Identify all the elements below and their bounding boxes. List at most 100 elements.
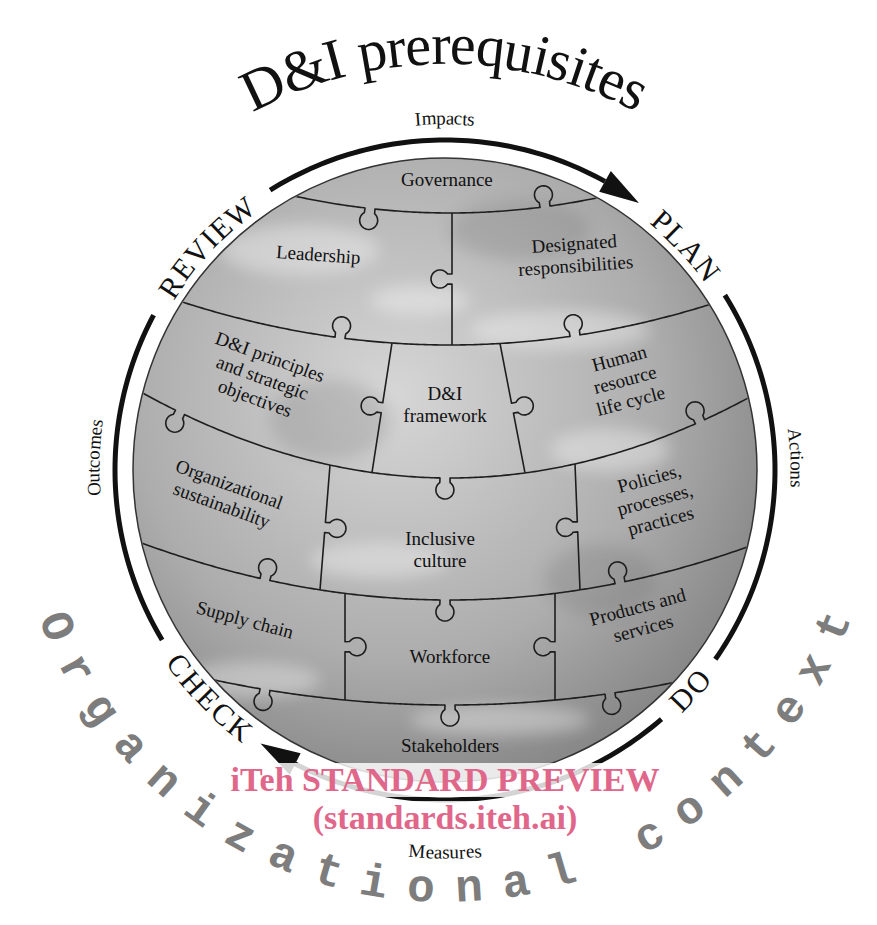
puzzle-piece: Workforce: [408, 644, 493, 670]
cycle-flow-label-letter: t: [787, 450, 806, 456]
context-arc-label-letter: n: [701, 755, 752, 808]
piece-label: Workforce: [410, 646, 491, 668]
cloud: [220, 225, 380, 275]
context-arc-label-letter: O: [29, 605, 82, 648]
cycle-flow-label-letter: p: [436, 108, 446, 127]
piece-label: Designated responsibilities: [504, 228, 647, 281]
cycle-flow-label-letter: m: [421, 109, 437, 129]
piece-label: Policies, processes, practices: [603, 456, 707, 543]
cycle-flow-label-letter: n: [787, 470, 806, 480]
context-arc-label-letter: i: [356, 859, 391, 909]
arc-title-letter: e: [404, 16, 433, 75]
cycle-flow-label-letter: a: [434, 842, 443, 861]
cycle-flow-label-letter: u: [449, 842, 459, 861]
cycle-stage: REVIEW: [153, 191, 261, 303]
cycle-flow-label-letter: u: [83, 473, 102, 483]
piece-label: Inclusive culture: [395, 528, 485, 572]
puzzle-seam: [431, 213, 452, 345]
context-arc-label-letter: t: [734, 722, 787, 773]
piece-label: Stakeholders: [401, 735, 499, 757]
cycle-arrowhead: [599, 171, 639, 203]
context-arc-label-letter: o: [665, 784, 714, 837]
context-arc-label-letter: n: [454, 866, 484, 913]
cycle-flow-label-letter: c: [83, 459, 102, 468]
puzzle-piece: Stakeholders: [399, 733, 501, 759]
puzzle-seam: [557, 464, 580, 590]
context-arc-label-letter: z: [217, 810, 264, 864]
arc-title-letter: r: [431, 16, 451, 74]
puzzle-piece: Products and services: [576, 579, 703, 656]
cycle-flow-label-letter: m: [84, 434, 104, 450]
cycle-flow-label-letter: e: [425, 842, 434, 861]
context-arc-label-letter: n: [137, 755, 188, 808]
puzzle-seam: [361, 343, 392, 473]
cycle-flow-label: Measures: [408, 841, 482, 862]
cycle-flow-label-letter: a: [445, 108, 454, 127]
cycle-flow-label-letter: c: [786, 441, 806, 451]
context-arc-label-letter: t: [808, 605, 861, 648]
cycle-flow-label-letter: t: [83, 468, 102, 473]
cycle-flow-label: Outcomes: [83, 418, 106, 497]
watermark: (standards.iteh.ai): [309, 801, 581, 835]
context-arc-label-letter: o: [406, 866, 436, 913]
context-arc-label-letter: x: [788, 646, 842, 692]
context-arc-label-letter: i: [175, 784, 224, 837]
puzzle-seam: [345, 593, 366, 700]
piece-label: Human resource life cycle: [578, 338, 672, 422]
piece-label: Governance: [401, 169, 493, 191]
puzzle-piece: Organizational sustainability: [156, 450, 294, 539]
cycle-arc: [715, 295, 775, 659]
globe-clouds: [180, 200, 670, 735]
cycle-flow-label-letter: c: [454, 109, 463, 128]
context-arc-label-letter: t: [308, 847, 347, 899]
globe: [133, 158, 757, 782]
cloud: [410, 705, 590, 735]
puzzle-seam: [534, 593, 555, 700]
cycle-flow-label-letter: s: [467, 109, 476, 129]
piece-label: Organizational sustainability: [159, 453, 291, 537]
context-arc-label-letter: a: [103, 722, 156, 773]
cycle-flow-label-letter: A: [785, 427, 805, 443]
puzzle-piece: Human resource life cycle: [575, 335, 674, 424]
cycle-flow-label-letter: M: [408, 841, 426, 861]
watermark: iTeh STANDARD PREVIEW: [227, 763, 664, 797]
context-arc-label-letter: l: [543, 847, 582, 899]
cycle-flow-label-letter: O: [84, 482, 104, 497]
puzzle-seam: [320, 465, 346, 590]
puzzle-piece: Governance: [399, 167, 495, 193]
piece-label: D&I framework: [400, 383, 490, 427]
context-arc-label: Organizational context: [29, 605, 861, 913]
cycle-arc: [270, 140, 605, 190]
piece-label: Products and services: [579, 582, 701, 654]
puzzle-seam: [110, 132, 780, 229]
puzzle-piece: Inclusive culture: [393, 526, 487, 574]
cycle-flow-label-letter: o: [787, 461, 806, 471]
puzzle-piece: Supply chain: [191, 594, 298, 646]
context-arc-label-letter: e: [763, 686, 817, 735]
puzzle-piece: D&I principles and strategic objectives: [189, 323, 334, 432]
context-arc-label-letter: [585, 831, 628, 884]
context-arc-label-letter: g: [74, 686, 128, 735]
puzzle-seams: [110, 132, 780, 726]
cycle-stage: PLAN: [646, 205, 725, 287]
cloud: [370, 285, 470, 315]
arc-title: D&I prerequisites: [232, 16, 658, 121]
puzzle-seam: [500, 344, 533, 473]
cycle-stage: CHECK: [161, 648, 258, 747]
context-arc-label-letter: c: [627, 810, 674, 864]
piece-label: D&I principles and strategic objectives: [192, 326, 332, 430]
puzzle-piece: Designated responsibilities: [502, 226, 649, 284]
piece-label: Leadership: [275, 241, 361, 269]
context-arc-label-letter: a: [261, 831, 304, 884]
puzzle-piece: Policies, processes, practices: [601, 454, 710, 545]
cycle-flow-label-letter: s: [787, 479, 806, 487]
cycle-flow-label: Actions: [785, 427, 806, 487]
context-arc-label-letter: r: [49, 646, 103, 692]
piece-label: Supply chain: [194, 596, 296, 643]
cycle-flow-label-letter: i: [787, 455, 806, 461]
context-arc-label-letter: a: [498, 859, 533, 909]
puzzle-piece: Leadership: [273, 239, 363, 271]
cycle-flow-label-letter: o: [84, 449, 103, 459]
cycle-stage: DO: [664, 664, 717, 718]
cycle-flow-label-letter: s: [473, 841, 482, 861]
